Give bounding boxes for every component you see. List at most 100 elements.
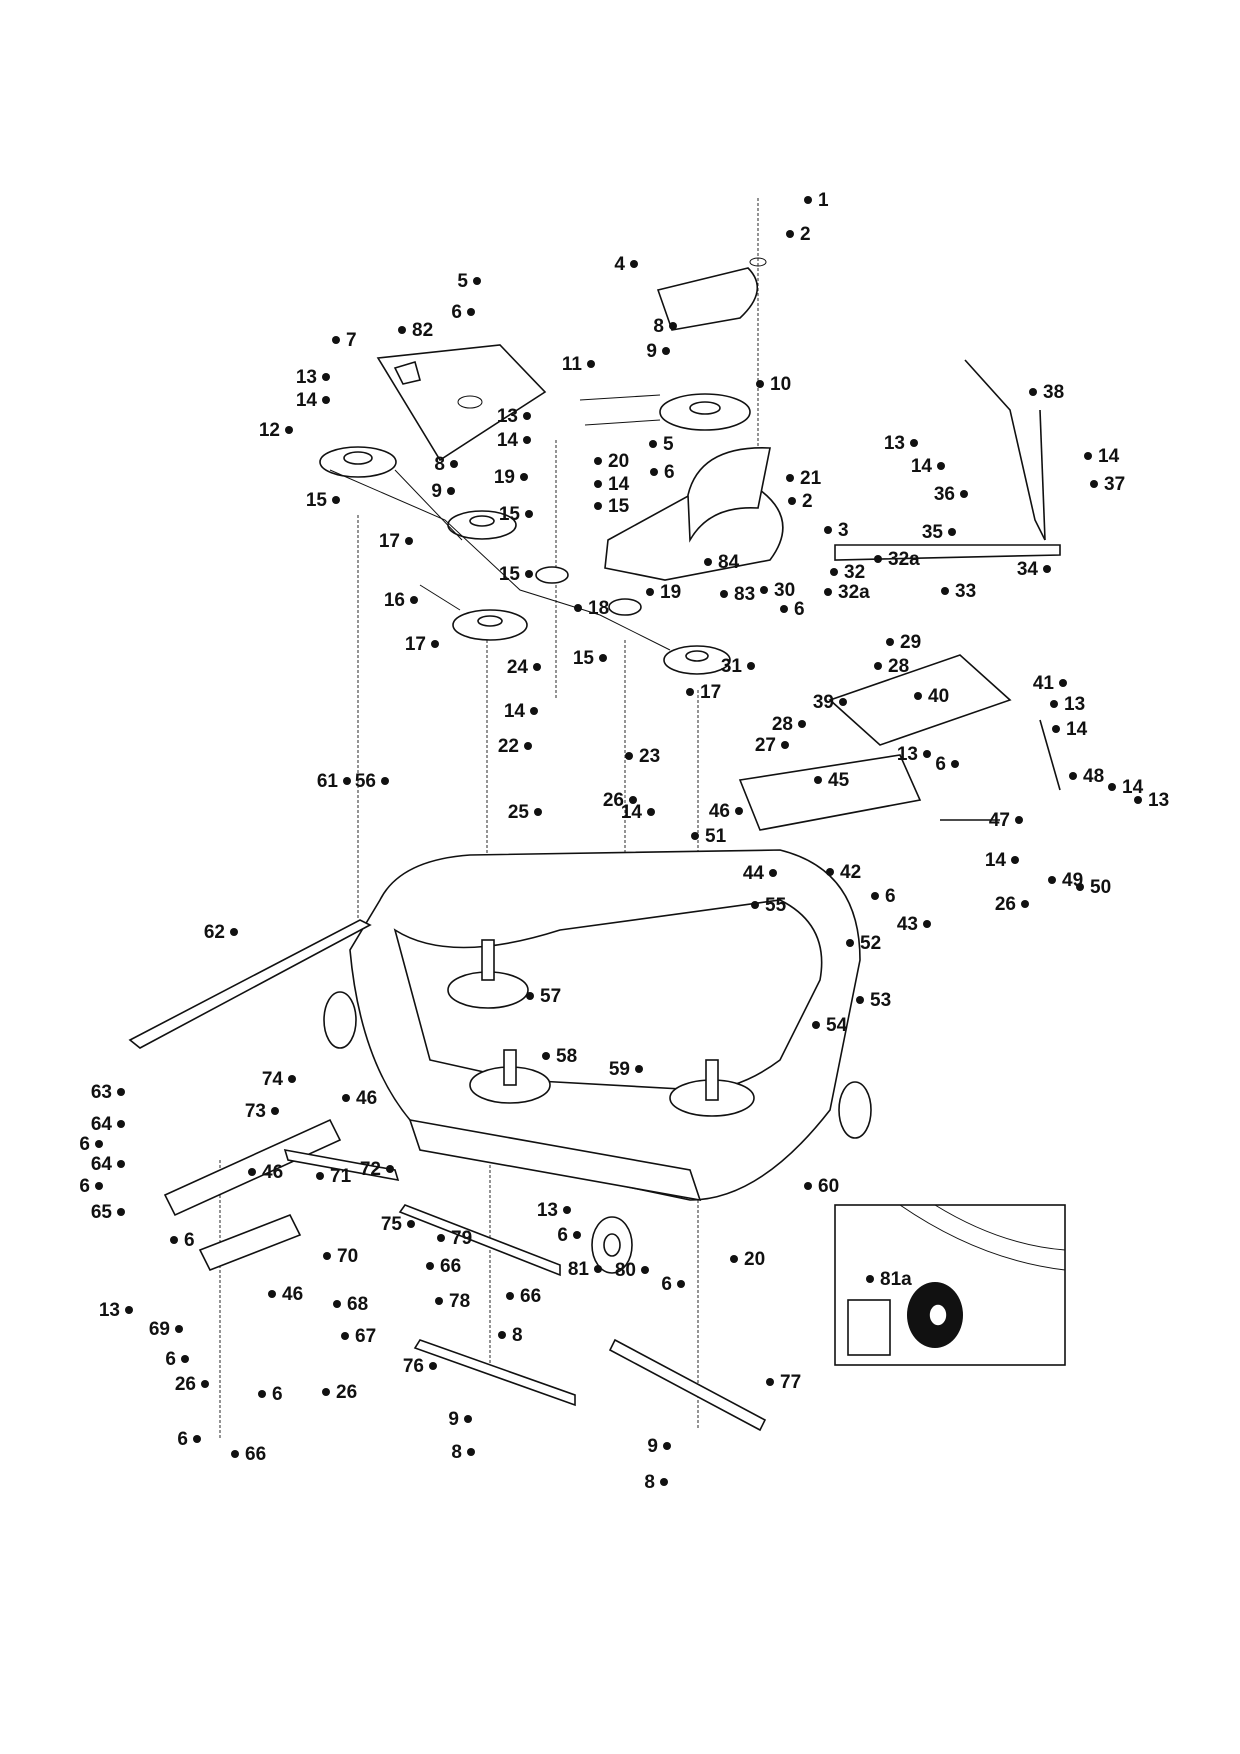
callout-c16: 16 [384,590,418,611]
deck-shell-60 [323,849,872,1202]
leader-dot [563,1206,571,1214]
leader-dot [342,1094,350,1102]
callout-c48: 48 [1069,766,1104,787]
callout-number: 64 [91,1154,113,1175]
callout-labels: 1245682789111013141213148920514615212315… [79,190,1169,1493]
callout-number: 21 [800,468,822,489]
callout-number: 6 [794,599,805,620]
leader-dot [95,1182,103,1190]
leader-dot [117,1160,125,1168]
callout-c17c: 17 [405,634,439,655]
callout-number: 14 [1098,446,1120,467]
callout-number: 32a [838,582,870,603]
callout-c2: 2 [786,224,811,245]
callout-c15e: 15 [573,648,607,669]
leader-dot [691,832,699,840]
callout-number: 72 [360,1159,381,1180]
callout-c38: 38 [1029,382,1064,403]
callout-c76: 76 [403,1356,437,1377]
callout-c78: 78 [435,1291,470,1312]
callout-number: 7 [346,330,357,351]
callout-number: 1 [818,190,829,211]
callout-number: 15 [499,564,521,585]
leader-dot [193,1435,201,1443]
leader-dot [323,1252,331,1260]
leader-dot [450,460,458,468]
callout-c14a: 14 [296,390,330,411]
leader-dot [650,468,658,476]
leader-dot [629,796,637,804]
callout-number: 66 [440,1256,461,1277]
pulley-17b [452,609,528,641]
leader-dot [1059,679,1067,687]
callout-number: 20 [608,451,629,472]
callout-number: 81 [568,1259,590,1280]
callout-number: 13 [296,367,317,388]
callout-c8a: 8 [653,316,677,337]
leader-dot [343,777,351,785]
callout-number: 46 [356,1088,377,1109]
callout-c64b: 64 [91,1154,125,1175]
callout-number: 52 [860,933,881,954]
leader-dot [525,570,533,578]
leader-dot [1050,700,1058,708]
callout-c14j: 14 [985,850,1019,871]
leader-dot [735,807,743,815]
callout-number: 13 [1064,694,1085,715]
callout-number: 45 [828,770,850,791]
leader-dot [410,596,418,604]
callout-c51: 51 [691,826,727,847]
front-hanger [128,919,400,1272]
callout-c6j: 6 [170,1230,195,1251]
leader-dot [599,654,607,662]
callout-number: 15 [608,496,630,517]
leader-dot [856,996,864,1004]
callout-c53: 53 [856,990,891,1011]
callout-number: 66 [245,1444,266,1465]
leader-dot [1134,796,1142,804]
leader-dot [941,587,949,595]
leader-dot [268,1290,276,1298]
callout-c50: 50 [1076,877,1111,898]
callout-number: 58 [556,1046,577,1067]
callout-number: 9 [431,481,442,502]
callout-number: 80 [615,1260,636,1281]
callout-c12: 12 [259,420,293,441]
callout-c11: 11 [562,354,595,375]
leader-dot [285,426,293,434]
leader-dot [786,230,794,238]
leader-dot [170,1236,178,1244]
callout-number: 8 [644,1472,655,1493]
callout-number: 14 [296,390,318,411]
callout-number: 26 [336,1382,357,1403]
callout-number: 27 [755,735,776,756]
callout-c29: 29 [886,632,921,653]
callout-c14h: 14 [1052,719,1088,740]
callout-c17a: 17 [379,531,413,552]
callout-c41: 41 [1033,673,1067,694]
callout-c58: 58 [542,1046,577,1067]
leader-dot [730,1255,738,1263]
callout-c81: 81 [568,1259,602,1280]
callout-c6i: 6 [661,1274,685,1295]
callout-c8d: 8 [451,1442,475,1463]
leader-dot [625,752,633,760]
leader-dot [523,436,531,444]
callout-number: 35 [922,522,944,543]
leader-dot [523,412,531,420]
callout-c15a: 15 [594,496,630,517]
callout-c8e: 8 [644,1472,668,1493]
callout-c45: 45 [814,770,850,791]
leader-dot [826,868,834,876]
callout-number: 51 [705,826,727,847]
callout-c10: 10 [756,374,791,395]
callout-c6c: 6 [780,599,805,620]
leader-dot [948,528,956,536]
callout-c8c: 8 [498,1325,523,1346]
callout-c67: 67 [341,1326,376,1347]
callout-c6h: 6 [557,1225,581,1246]
callout-c46a: 46 [709,801,743,822]
callout-c34: 34 [1017,559,1051,580]
callout-number: 61 [317,771,339,792]
callout-number: 4 [614,254,625,275]
